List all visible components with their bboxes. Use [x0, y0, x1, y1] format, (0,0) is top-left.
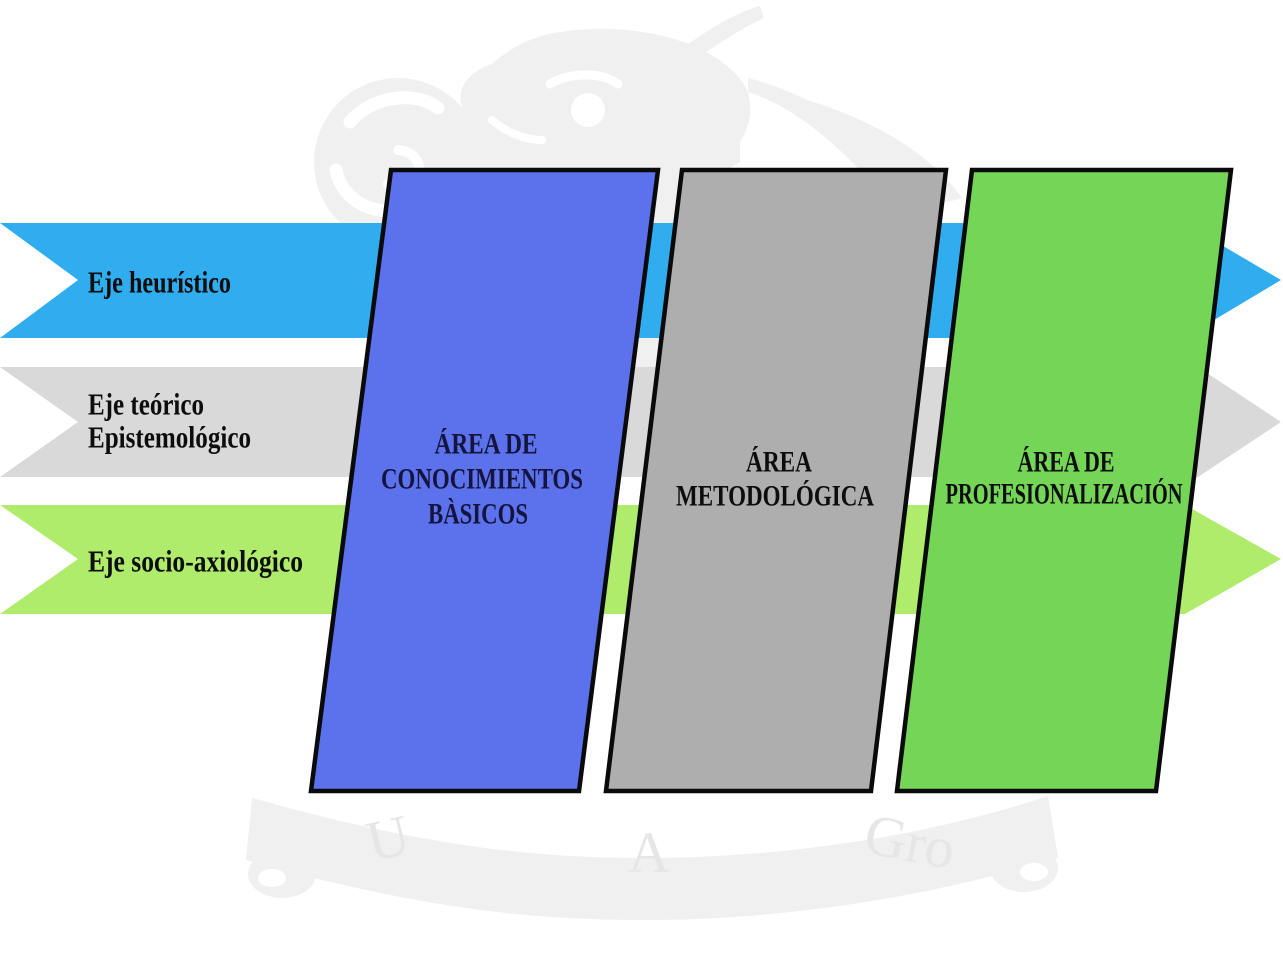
axis-label-teorico-line1: Eje teórico: [88, 387, 204, 422]
area-label-profesionalizacion-line1: ÁREA DE: [1018, 446, 1115, 479]
area-shape-conocimientos-basicos: [308, 167, 661, 794]
banner-ribbon: [246, 796, 1058, 920]
banner-curl-left-hole: [258, 869, 286, 887]
area-shape-profesionalizacion: [894, 167, 1234, 794]
axis-label-heuristico: Eje heurístico: [88, 265, 231, 300]
eagle-crest-feather: [688, 6, 764, 56]
watermark-letter-a: A: [628, 820, 670, 885]
area-label-basicos-line2: CONOCIMIENTOS: [381, 463, 583, 496]
axis-label-socio-axiologico: Eje socio-axiológico: [88, 544, 303, 579]
eagle-brow-line: [545, 70, 623, 89]
eagle-eye: [571, 93, 605, 127]
area-label-metodologica-line2: METODOLÓGICA: [676, 480, 874, 513]
area-label-metodologica-line1: ÁREA: [746, 446, 812, 479]
axis-label-teorico-line2: Epistemológico: [88, 420, 251, 455]
area-label-basicos-line3: BÀSICOS: [428, 498, 528, 531]
banner-curl-right-hole: [1020, 863, 1048, 881]
area-label-profesionalizacion-line2: PROFESIONALIZACIÓN: [946, 478, 1183, 511]
area-label-basicos-line1: ÁREA DE: [435, 428, 538, 461]
area-shapes: [308, 167, 1234, 794]
area-shape-metodologica: [603, 167, 949, 794]
eagle-beak-line: [488, 116, 546, 144]
area-labels: ÁREA DE CONOCIMIENTOS BÀSICOS ÁREA METOD…: [381, 428, 1183, 531]
eagle-swirl-highlight: [343, 91, 445, 129]
